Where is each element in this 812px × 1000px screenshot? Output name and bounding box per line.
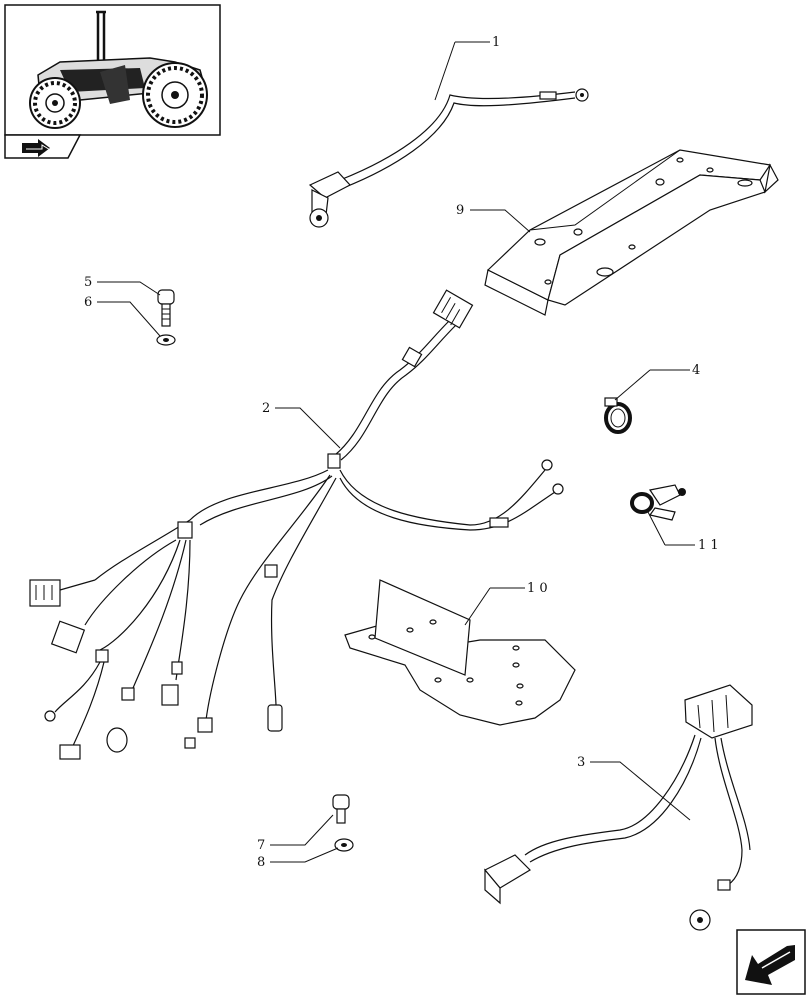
- callout-5: 5: [84, 275, 92, 290]
- leader-lines: [97, 41, 695, 863]
- callout-labels: 1 2 3 4 5 6 7 8 9 1 0 1 1: [84, 35, 719, 870]
- next-page-button[interactable]: [736, 929, 806, 995]
- part-3-harness: [484, 684, 753, 931]
- tractor-thumbnail[interactable]: [4, 4, 221, 159]
- part-5-bolt: [157, 289, 175, 327]
- callout-1: 1: [492, 35, 500, 50]
- callout-10: 1 0: [527, 581, 548, 596]
- callout-8: 8: [257, 855, 265, 870]
- tractor-thumbnail-icon: [29, 10, 208, 129]
- part-9-bracket: [484, 149, 779, 316]
- part-4-clamp: [604, 397, 632, 434]
- arrow-prev-icon: [22, 139, 53, 157]
- part-1-ground-cable: [308, 88, 589, 228]
- part-8-washer: [334, 838, 354, 852]
- callout-2: 2: [262, 401, 270, 416]
- part-6-washer: [156, 334, 176, 346]
- callout-6: 6: [84, 295, 92, 310]
- part-2-harness: [29, 289, 564, 760]
- callout-3: 3: [577, 755, 585, 770]
- arrow-next-icon: [745, 945, 795, 985]
- callout-11: 1 1: [698, 538, 719, 553]
- callout-7: 7: [257, 838, 265, 853]
- part-10-plate: [344, 579, 576, 726]
- part-7-bolt: [332, 794, 350, 824]
- callout-9: 9: [456, 203, 464, 218]
- part-11-clip: [630, 484, 686, 521]
- callout-4: 4: [692, 363, 700, 378]
